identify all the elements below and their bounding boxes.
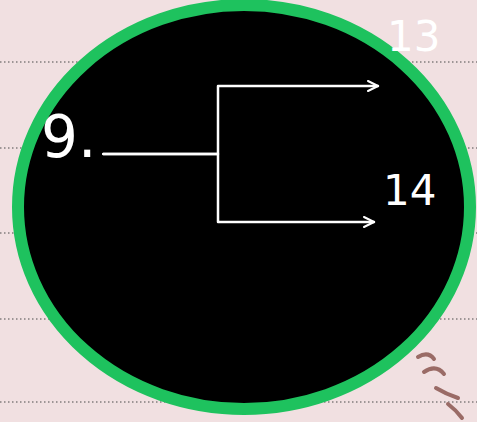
handwritten-number: 14 <box>380 168 439 214</box>
handwritten-number: 13 <box>384 14 443 60</box>
number-text: 9. <box>41 108 96 166</box>
bracket-arrow <box>103 154 374 222</box>
number-text: 13 <box>387 16 440 58</box>
circle-badge <box>18 5 470 409</box>
bracket-arrow <box>103 86 378 154</box>
number-text: 14 <box>383 170 436 212</box>
handwritten-number: 9. <box>38 106 99 168</box>
squiggle <box>418 354 462 418</box>
